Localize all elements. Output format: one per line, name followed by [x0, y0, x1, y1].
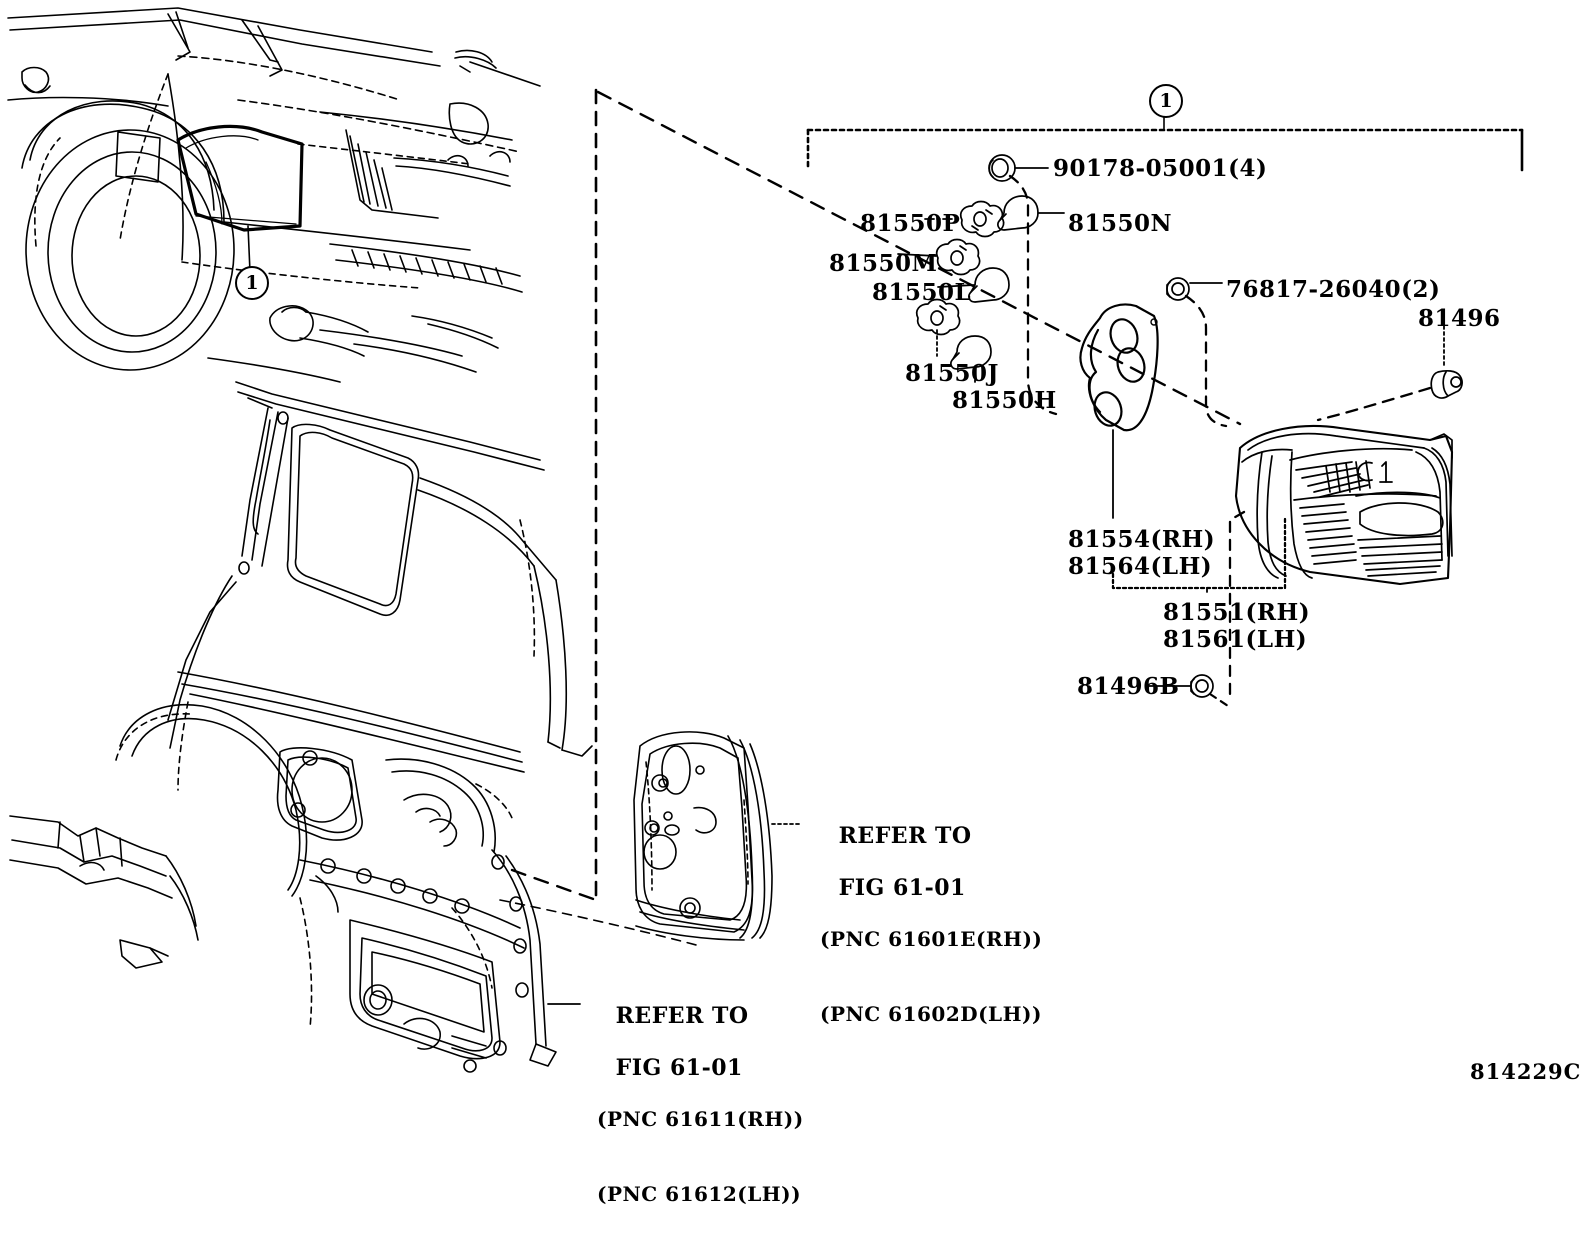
vehicle-rear-illustration — [7, 7, 541, 383]
part-label-90178-05001: 90178-05001(4) — [1053, 155, 1268, 182]
refer-line-3: (PNC 61601E(RH)) — [820, 926, 1043, 951]
bulb-81550H — [950, 335, 992, 370]
parts-diagram-canvas: 1 1 90178-05001(4) 81550P 81550N 81550M … — [7, 7, 1582, 1206]
part-label-81561-LH: 81561(LH) — [1163, 626, 1308, 653]
part-label-81550L: 81550L — [872, 279, 972, 306]
quarter-panel-illustration — [9, 381, 701, 1073]
refer-line-1: REFER TO — [615, 1002, 749, 1029]
part-label-81496: 81496 — [1418, 305, 1501, 332]
refer-line-4: (PNC 61612(LH)) — [597, 1182, 802, 1207]
clip-76817 — [1166, 277, 1190, 301]
nut-90178 — [988, 154, 1016, 182]
bulb-81550L — [968, 267, 1010, 303]
plug-81496 — [1430, 369, 1463, 399]
refer-line-2: FIG 61-01 — [838, 874, 966, 901]
part-label-81551-RH: 81551(RH) — [1163, 599, 1311, 626]
tail-lamp-assembly — [1234, 425, 1454, 586]
refer-to-block-lower: REFER TO FIG 61-01 (PNC 61611(RH)) (PNC … — [583, 978, 804, 1259]
part-label-81496B: 81496B — [1077, 673, 1180, 700]
part-label-81550H: 81550H — [952, 387, 1057, 414]
part-label-81550J: 81550J — [905, 360, 999, 387]
socket-81550M — [935, 238, 981, 276]
refer-line-1: REFER TO — [838, 822, 972, 849]
socket-81550J — [915, 298, 961, 336]
assembly-callout-number: 1 — [1149, 84, 1183, 118]
clip-81496B — [1190, 674, 1214, 698]
explode-guide-lines — [510, 88, 1242, 902]
refer-line-4: (PNC 61602D(LH)) — [820, 1002, 1042, 1027]
drawing-number: 814229C — [1470, 1059, 1582, 1084]
refer-to-block-upper: REFER TO FIG 61-01 (PNC 61601E(RH)) (PNC… — [806, 798, 1042, 1079]
body-inner-panel-illustration — [633, 731, 773, 941]
part-label-81550M: 81550M — [829, 250, 938, 277]
part-label-81550P: 81550P — [860, 210, 961, 237]
part-label-81550N: 81550N — [1068, 210, 1173, 237]
socket-81550P — [959, 200, 1005, 238]
line-art-layer — [7, 7, 1524, 1073]
part-label-76817-26040: 76817-26040(2) — [1226, 276, 1441, 303]
refer-line-3: (PNC 61611(RH)) — [597, 1106, 804, 1131]
part-label-81564-LH: 81564(LH) — [1068, 553, 1213, 580]
part-label-81554-RH: 81554(RH) — [1068, 526, 1216, 553]
leader-lines — [547, 167, 1445, 1005]
vehicle-callout-number: 1 — [235, 266, 269, 300]
refer-line-2: FIG 61-01 — [615, 1054, 743, 1081]
lamp-gasket — [1079, 303, 1159, 432]
